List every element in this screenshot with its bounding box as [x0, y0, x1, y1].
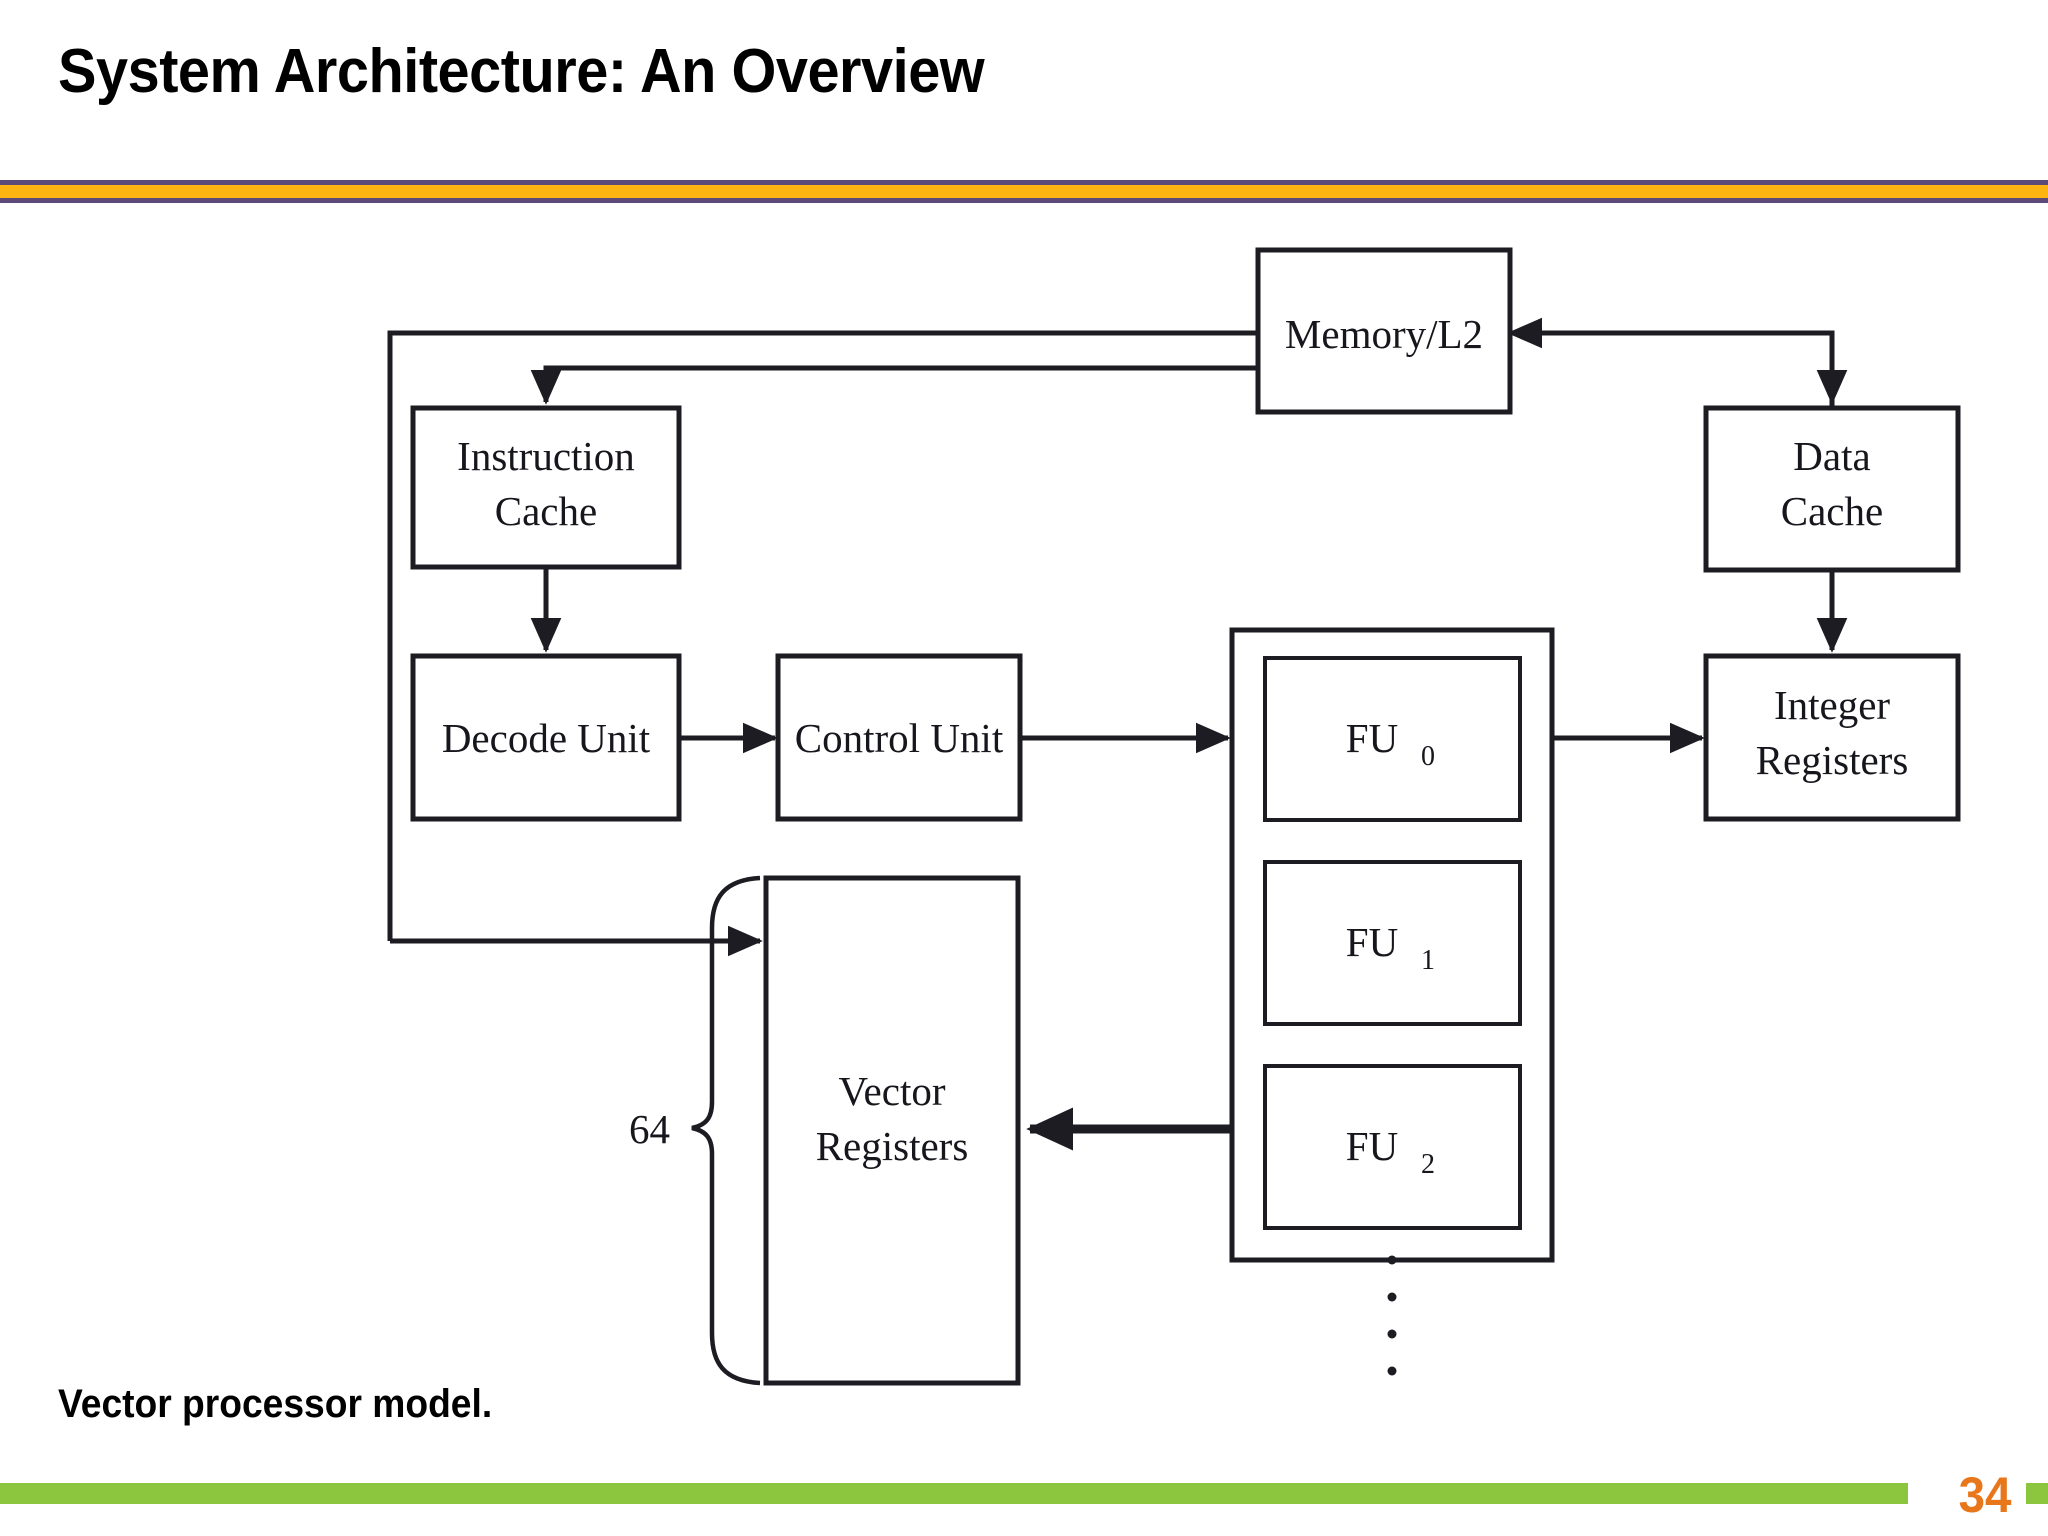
node-fu0-label: FU — [1346, 715, 1398, 761]
node-memory-l2[interactable]: Memory/L2 — [1255, 247, 1513, 415]
node-fu1-label: FU — [1346, 919, 1398, 965]
node-fu0-subscript: 0 — [1421, 741, 1435, 772]
node-integer-registers[interactable]: Integer Registers — [1703, 653, 1961, 822]
node-fu1[interactable]: FU 1 — [1263, 860, 1522, 1026]
node-fu2-label: FU — [1346, 1123, 1398, 1169]
footer-bar-right — [2026, 1483, 2048, 1504]
page-number: 34 — [1958, 1467, 2012, 1523]
node-data-cache[interactable]: Data Cache — [1703, 405, 1961, 573]
node-integer-registers-label-line-2: Registers — [1756, 737, 1909, 783]
figure-caption: Vector processor model. — [58, 1382, 493, 1426]
title-divider — [0, 180, 2048, 203]
node-instruction-cache-label-line-1: Instruction — [457, 433, 635, 479]
node-data-cache-label-line-1: Data — [1793, 433, 1870, 479]
fu-ellipsis-icon — [1387, 1255, 1397, 1376]
node-decode-unit[interactable]: Decode Unit — [410, 653, 682, 822]
node-integer-registers-label-line-1: Integer — [1774, 682, 1890, 728]
title-divider-inner-bar — [0, 185, 2048, 198]
node-data-cache-label-line-2: Cache — [1781, 488, 1883, 534]
vector-register-count-brace — [691, 875, 761, 1386]
node-control-unit-label: Control Unit — [795, 715, 1004, 761]
node-fu0[interactable]: FU 0 — [1263, 656, 1522, 822]
node-vector-registers-label-line-2: Registers — [816, 1123, 969, 1169]
node-control-unit[interactable]: Control Unit — [775, 653, 1023, 822]
edge-data-cache-to-memory — [1507, 317, 1835, 408]
node-fu1-subscript: 1 — [1421, 945, 1435, 976]
node-vector-registers[interactable]: Vector Registers — [763, 875, 1021, 1386]
edge-memory-to-vector-registers — [387, 330, 1258, 957]
node-memory-l2-label: Memory/L2 — [1285, 311, 1483, 357]
page-title: System Architecture: An Overview — [58, 37, 985, 106]
edge-memory-to-instruction-cache — [530, 365, 1258, 405]
node-fu2-subscript: 2 — [1421, 1149, 1435, 1180]
node-decode-unit-label: Decode Unit — [442, 715, 651, 761]
node-fu2[interactable]: FU 2 — [1263, 1064, 1522, 1230]
footer-bar-left — [0, 1483, 1908, 1504]
architecture-diagram: Memory/L2 Instruction Cache Data Cache D… — [0, 200, 2048, 1400]
node-instruction-cache-label-line-2: Cache — [495, 488, 597, 534]
node-vector-registers-label-line-1: Vector — [838, 1068, 945, 1114]
vector-register-count-label: 64 — [629, 1106, 670, 1152]
node-instruction-cache[interactable]: Instruction Cache — [410, 405, 682, 570]
